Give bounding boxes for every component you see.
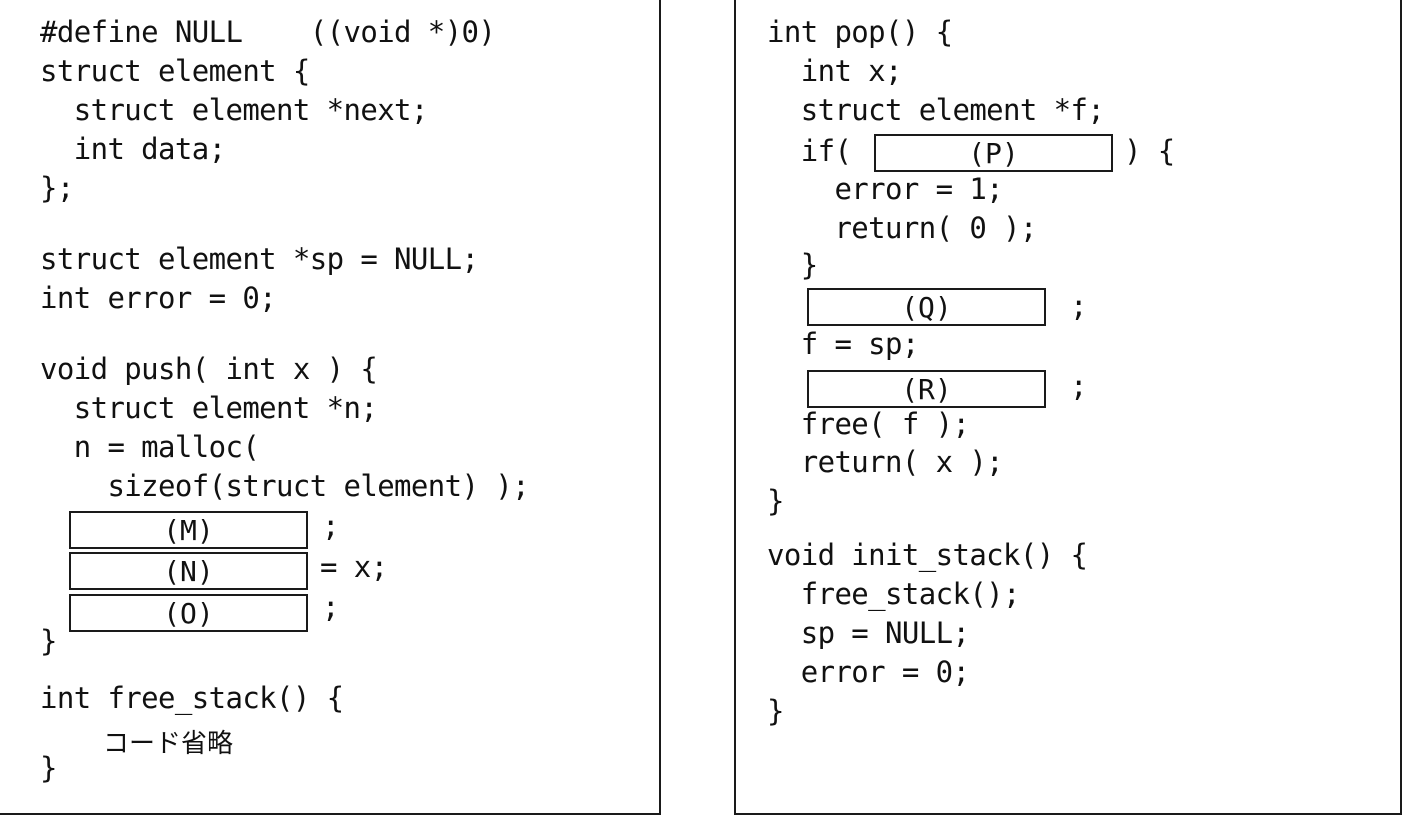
code-panel-left: #define NULL ((void *)0) struct element …	[0, 0, 661, 815]
code-line: int data;	[40, 132, 226, 166]
code-line: error = 1;	[767, 172, 1004, 206]
code-line: struct element {	[40, 54, 310, 88]
code-line: f = sp;	[767, 327, 920, 361]
code-line: ;	[322, 509, 339, 543]
omitted-code-note: コード省略	[103, 729, 234, 759]
code-line: free( f );	[767, 407, 970, 441]
code-line: struct element *n;	[40, 391, 378, 425]
code-line: }	[767, 484, 784, 518]
code-line: }	[40, 751, 57, 785]
code-line: n = malloc(	[40, 430, 260, 464]
code-panel-right: int pop() { int x; struct element *f; if…	[734, 0, 1402, 815]
blank-box-o[interactable]: (O)	[69, 594, 308, 632]
code-line: #define NULL ((void *)0)	[40, 15, 496, 49]
blank-box-q[interactable]: (Q)	[807, 288, 1046, 326]
code-line: int free_stack() {	[40, 681, 344, 715]
code-line: ;	[322, 590, 339, 624]
code-line: return( x );	[767, 445, 1004, 479]
code-line: int error = 0;	[40, 281, 277, 315]
code-line: struct element *next;	[40, 93, 429, 127]
code-line: = x;	[320, 550, 388, 584]
code-line: sp = NULL;	[767, 616, 970, 650]
blank-box-m[interactable]: (M)	[69, 511, 308, 549]
code-line: ;	[1070, 369, 1087, 403]
blank-box-r[interactable]: (R)	[807, 370, 1046, 408]
code-line: if(	[767, 134, 852, 168]
code-line: struct element *f;	[767, 93, 1105, 127]
code-line: error = 0;	[767, 655, 970, 689]
code-line: ;	[1070, 289, 1087, 323]
code-line: ) {	[1124, 134, 1175, 168]
blank-box-n[interactable]: (N)	[69, 552, 308, 590]
code-line: sizeof(struct element) );	[40, 469, 529, 503]
code-line: }	[767, 248, 818, 282]
code-line: }	[40, 624, 57, 658]
code-line: free_stack();	[767, 577, 1021, 611]
code-line: struct element *sp = NULL;	[40, 242, 479, 276]
code-line: };	[40, 171, 74, 205]
code-line: void init_stack() {	[767, 538, 1088, 572]
code-line: int x;	[767, 54, 903, 88]
code-line: int pop() {	[767, 15, 953, 49]
blank-box-p[interactable]: (P)	[874, 134, 1113, 172]
code-line: void push( int x ) {	[40, 352, 378, 386]
code-line: }	[767, 694, 784, 728]
code-line: return( 0 );	[767, 211, 1037, 245]
